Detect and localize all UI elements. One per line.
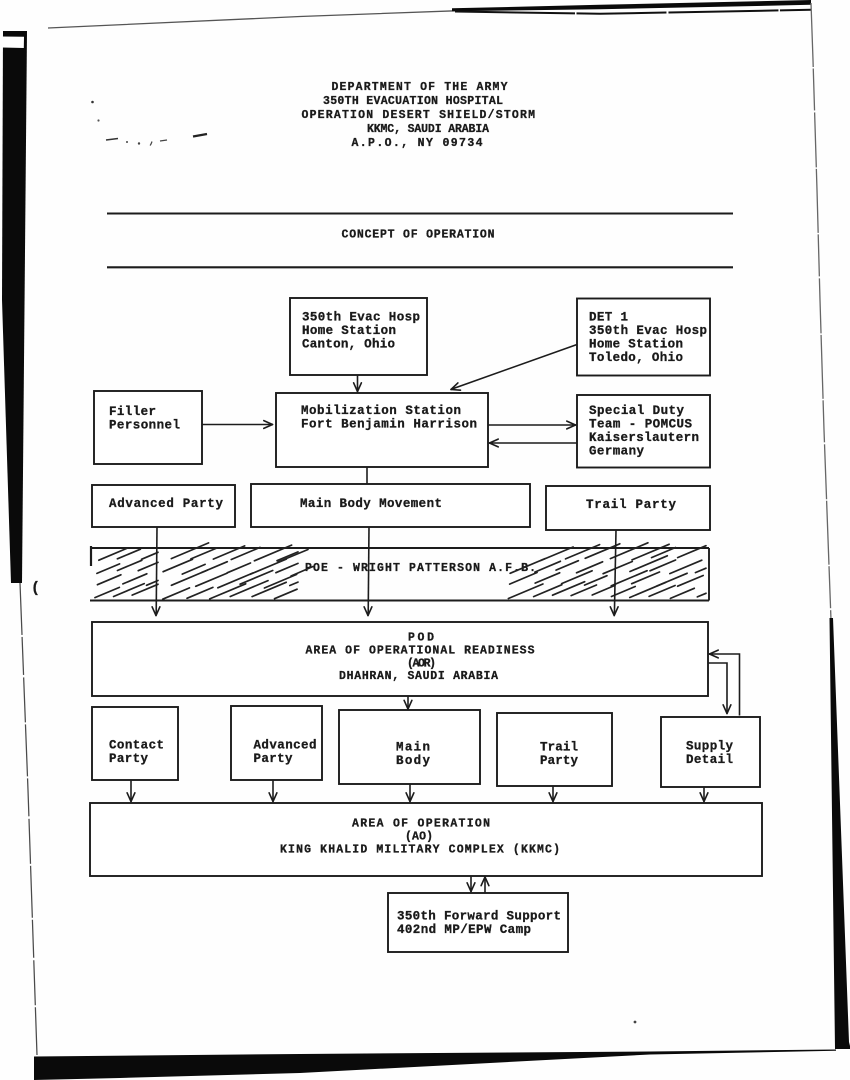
svg-text:Special Duty: Special Duty [589, 404, 684, 418]
svg-text:(AO): (AO) [405, 831, 433, 844]
svg-text:Body: Body [396, 754, 430, 768]
svg-text:A.P.O., NY 09734: A.P.O., NY 09734 [352, 137, 483, 150]
svg-text:Personnel: Personnel [109, 419, 180, 433]
svg-text:Canton, Ohio: Canton, Ohio [302, 338, 395, 352]
svg-text:Trail: Trail [540, 741, 578, 755]
svg-text:Main Body Movement: Main Body Movement [300, 497, 442, 511]
svg-text:AREA OF OPERATIONAL READINESS: AREA OF OPERATIONAL READINESS [306, 645, 535, 658]
svg-text:Party: Party [254, 752, 293, 766]
svg-text:350TH EVACUATION HOSPITAL: 350TH EVACUATION HOSPITAL [323, 95, 503, 108]
svg-text:Home Station: Home Station [589, 338, 683, 352]
svg-text:402nd MP/EPW Camp: 402nd MP/EPW Camp [397, 923, 531, 937]
svg-text:KKMC, SAUDI ARABIA: KKMC, SAUDI ARABIA [367, 123, 489, 136]
svg-text:DEPARTMENT OF THE ARMY: DEPARTMENT OF THE ARMY [332, 81, 508, 94]
svg-text:350th Evac Hosp: 350th Evac Hosp [302, 311, 420, 325]
svg-text:Kaiserslautern: Kaiserslautern [589, 431, 699, 445]
svg-text:DHAHRAN, SAUDI ARABIA: DHAHRAN, SAUDI ARABIA [339, 670, 498, 683]
svg-text:Toledo, Ohio: Toledo, Ohio [589, 351, 683, 365]
svg-text:Main: Main [396, 741, 430, 755]
svg-text:Contact: Contact [109, 739, 164, 753]
svg-text:POE - WRIGHT PATTERSON A.F.B.: POE - WRIGHT PATTERSON A.F.B. [305, 562, 536, 575]
svg-text:(AOR): (AOR) [407, 658, 436, 671]
svg-text:350th Forward Support: 350th Forward Support [397, 910, 561, 924]
svg-text:Filler: Filler [109, 405, 156, 419]
svg-text:Home Station: Home Station [302, 324, 396, 338]
svg-text:Mobilization Station: Mobilization Station [301, 404, 461, 418]
svg-text:POD: POD [408, 632, 434, 645]
svg-text:Advanced: Advanced [254, 739, 317, 753]
svg-text:KING KHALID MILITARY COMPLEX (: KING KHALID MILITARY COMPLEX (KKMC) [280, 844, 560, 857]
svg-text:Germany: Germany [589, 445, 644, 459]
svg-text:350th Evac Hosp: 350th Evac Hosp [589, 324, 707, 338]
svg-text:AREA OF OPERATION: AREA OF OPERATION [352, 818, 490, 831]
svg-text:Team - POMCUS: Team - POMCUS [589, 418, 692, 432]
svg-text:DET 1: DET 1 [589, 311, 628, 325]
svg-text:(: ( [31, 580, 40, 597]
svg-text:Advanced Party: Advanced Party [109, 497, 223, 511]
svg-text:Supply: Supply [686, 740, 733, 754]
svg-text:Party: Party [109, 752, 148, 766]
svg-text:Trail Party: Trail Party [586, 498, 676, 512]
svg-text:Party: Party [540, 754, 578, 768]
svg-text:OPERATION DESERT SHIELD/STORM: OPERATION DESERT SHIELD/STORM [302, 109, 536, 122]
svg-text:Fort Benjamin Harrison: Fort Benjamin Harrison [301, 418, 477, 432]
svg-text:CONCEPT OF OPERATION: CONCEPT OF OPERATION [342, 229, 495, 242]
svg-text:Detail: Detail [686, 753, 733, 767]
